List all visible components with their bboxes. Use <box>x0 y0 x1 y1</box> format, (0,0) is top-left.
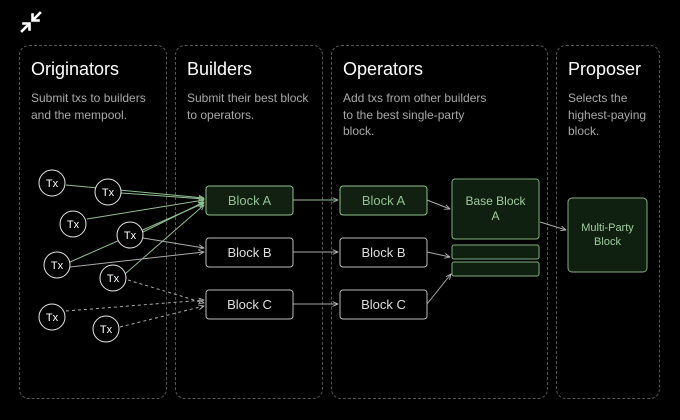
appended-tx-slot <box>451 261 540 277</box>
originators-description: Submit txs to builders and the mempool. <box>31 90 146 123</box>
builders-title: Builders <box>187 59 253 79</box>
builder-block-b: Block B <box>205 237 294 268</box>
operator-to-base-edge-c <box>426 274 451 305</box>
builders-column: Builders Submit their best block to oper… <box>175 45 323 399</box>
multi-party-label-line2: Block <box>594 236 621 248</box>
multi-party-block: Multi-Party Block <box>567 197 648 273</box>
tx-edge <box>69 252 204 268</box>
operator-to-base-edge-a <box>426 199 450 209</box>
block-label: Block A <box>228 193 272 208</box>
operators-title: Operators <box>343 59 424 79</box>
tx-label: Tx <box>67 219 80 231</box>
proposer-column: Proposer Selects the highest-paying bloc… <box>556 45 660 399</box>
tx-node: Tx <box>43 251 71 279</box>
tx-edge <box>127 279 204 303</box>
tx-edge <box>120 192 204 199</box>
tx-label: Tx <box>124 230 137 242</box>
tx-edge <box>65 184 204 198</box>
tx-node: Tx <box>59 210 87 238</box>
builder-block-c: Block C <box>205 289 294 320</box>
description-line: to the best single-party <box>343 107 465 122</box>
builders-description: Submit their best block to operators. <box>187 90 308 123</box>
tx-edge <box>124 205 204 275</box>
tx-label: Tx <box>107 273 120 285</box>
tx-edge <box>119 306 204 328</box>
builder-block-a: Block A <box>205 185 294 216</box>
base-block-label-line2: A <box>491 209 499 223</box>
tx-edge <box>65 300 204 312</box>
description-line: highest-paying <box>568 107 647 122</box>
operators-description: Add txs from other builders to the best … <box>343 90 486 140</box>
operator-to-base-edge-b <box>426 251 450 257</box>
tx-node: Tx <box>116 221 144 249</box>
tx-label: Tx <box>46 312 59 324</box>
description-line: Submit their best block <box>187 91 309 105</box>
originators-column: Originators Submit txs to builders and t… <box>19 45 167 399</box>
operator-block-b: Block B <box>339 237 428 268</box>
tx-label: Tx <box>51 260 64 272</box>
tx-node: Tx <box>99 264 127 292</box>
description-line: Add txs from other builders <box>343 91 487 105</box>
description-line: block. <box>343 124 375 138</box>
operators-column: Operators Add txs from other builders to… <box>331 45 548 399</box>
block-label: Block A <box>362 193 406 208</box>
tx-node: Tx <box>94 178 122 206</box>
tx-edge <box>86 200 204 220</box>
description-line: and the mempool. <box>31 107 128 122</box>
description-line: to operators. <box>187 107 255 122</box>
tx-node: Tx <box>92 315 120 343</box>
appended-tx-slot <box>451 244 540 260</box>
tx-node: Tx <box>38 169 66 197</box>
block-label: Block C <box>227 297 272 312</box>
operator-block-a: Block A <box>339 185 428 216</box>
proposer-title: Proposer <box>568 59 642 79</box>
tx-label: Tx <box>46 178 59 190</box>
proposer-description: Selects the highest-paying block. <box>568 90 646 140</box>
description-line: Submit txs to builders <box>31 91 146 105</box>
block-label: Block B <box>361 245 405 260</box>
multi-party-label-line1: Multi-Party <box>581 222 634 234</box>
collapse-arrows-icon[interactable] <box>20 11 42 33</box>
tx-label: Tx <box>100 324 113 336</box>
base-block: Base Block A <box>451 178 540 240</box>
tx-node: Tx <box>38 303 66 331</box>
block-label: Block B <box>227 245 271 260</box>
block-label: Block C <box>361 297 406 312</box>
description-line: Selects the <box>568 91 628 105</box>
originators-title: Originators <box>31 59 120 79</box>
tx-edge <box>142 237 204 248</box>
operator-block-c: Block C <box>339 289 428 320</box>
description-line: block. <box>568 124 600 138</box>
base-to-proposer-edge <box>539 221 566 230</box>
tx-label: Tx <box>102 187 115 199</box>
base-block-label-line1: Base Block <box>465 194 526 208</box>
